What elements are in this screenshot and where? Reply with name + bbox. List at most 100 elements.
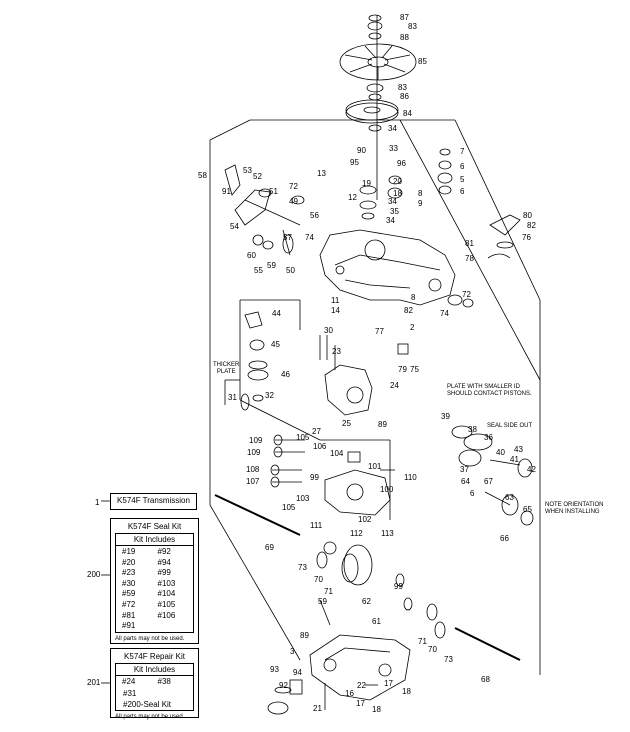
callout-70: 70 (428, 645, 437, 654)
spring-part (240, 393, 250, 411)
callout-70: 70 (314, 575, 323, 584)
callout-100: 100 (380, 485, 394, 494)
frame-line (209, 504, 301, 661)
seal-kit-item: #99 (157, 568, 171, 578)
repair-kit-item: #24 (122, 677, 136, 686)
callout-102: 102 (358, 515, 372, 524)
callout-92: 92 (279, 681, 288, 690)
callout-18: 18 (402, 687, 411, 696)
callout-43: 43 (514, 445, 523, 454)
callout-62: 62 (362, 597, 371, 606)
note-orientation: NOTE ORIENTATION WHEN INSTALLING (545, 502, 604, 515)
seal-kit-item: #81 (122, 610, 136, 620)
callout-13: 13 (317, 169, 326, 178)
bearing-part (437, 172, 453, 184)
callout-80: 80 (523, 211, 532, 220)
callout-6b: 6 (470, 489, 475, 498)
brake-arm-part (234, 189, 271, 226)
seal-part (462, 298, 474, 308)
seal-part (274, 686, 292, 694)
callout-54: 54 (230, 222, 239, 231)
bearing-part (387, 187, 403, 199)
transmission-label: K574F Transmission (117, 496, 190, 505)
seal-kit-item: #59 (122, 589, 136, 599)
seal-part (359, 185, 377, 195)
gear-part (501, 494, 519, 516)
repair-kit-item: #38 (157, 677, 171, 686)
seal-kit-item: #104 (157, 589, 176, 599)
callout-60: 60 (247, 251, 256, 260)
callout-87: 87 (400, 13, 409, 22)
callout-110: 110 (404, 473, 417, 482)
pin-part (319, 599, 331, 626)
callout-37: 37 (460, 465, 469, 474)
callout-labels: 87 83 88 85 83 86 84 34 90 33 95 13 96 1… (198, 13, 536, 714)
bracket-part (489, 214, 521, 236)
washer-part (434, 621, 446, 639)
callout-34: 34 (388, 197, 397, 206)
callout-19: 19 (362, 179, 371, 188)
callout-41: 41 (510, 455, 519, 464)
callout-83: 83 (408, 22, 417, 31)
callout-99: 99 (310, 473, 319, 482)
callout-6: 6 (460, 162, 465, 171)
callout-72: 72 (289, 182, 298, 191)
bevel-gear (341, 544, 373, 586)
callout-86: 86 (400, 92, 409, 101)
seal-kit-item: #72 (122, 599, 136, 609)
callout-42: 42 (527, 465, 536, 474)
spring-part (487, 253, 511, 259)
repair-kit-title: K574F Repair Kit (124, 652, 185, 661)
seal-kit-includes-heading: Kit Includes (116, 534, 193, 546)
callout-105: 105 (296, 433, 310, 442)
repair-kit-includes-heading: Kit Includes (116, 664, 193, 676)
washer-part (395, 573, 405, 587)
spring-part (252, 234, 264, 246)
seal-kit-item: #19 (122, 547, 136, 556)
callout-69: 69 (265, 543, 274, 552)
axle-part (454, 627, 521, 661)
callout-73: 73 (444, 655, 453, 664)
link-arm-part (224, 164, 241, 196)
repair-kit-item: #200-Seal Kit (123, 699, 172, 709)
seal-kit-box: K574F Seal Kit Kit Includes #19 #92 #20 … (110, 518, 199, 644)
callout-8: 8 (418, 189, 423, 198)
callout-16: 16 (345, 689, 354, 698)
callout-55: 55 (254, 266, 263, 275)
seal-part (359, 200, 377, 210)
callout-113: 113 (381, 529, 394, 538)
washer-part (368, 32, 382, 40)
callout-57: 57 (283, 233, 292, 242)
seal-kit-title: K574F Seal Kit (127, 522, 182, 531)
seal-kit-item: #106 (157, 610, 176, 620)
callout-93: 93 (270, 665, 279, 674)
upper-housing (319, 229, 456, 306)
bearing-part (388, 175, 402, 185)
callout-59: 59 (318, 597, 327, 606)
repair-kit-box: K574F Repair Kit Kit Includes #24 #38 #3… (110, 648, 199, 720)
washer-part (323, 541, 337, 555)
seal-kit-item: #91 (122, 621, 136, 631)
callout-22: 22 (357, 681, 366, 690)
callout-39: 39 (441, 412, 450, 421)
callout-14: 14 (331, 306, 340, 315)
callout-109: 109 (247, 448, 261, 457)
bracket-part (244, 311, 263, 329)
seal-kit-ref-number: 200 (87, 570, 101, 579)
pulley-part (345, 99, 399, 124)
rod-part (244, 199, 301, 226)
callout-31: 31 (228, 393, 237, 402)
seal-kit-item (155, 621, 191, 632)
bearing-part (520, 510, 534, 526)
callout-40: 40 (496, 448, 505, 457)
frame-line (454, 119, 541, 301)
washer-part (368, 93, 382, 101)
callout-74: 74 (305, 233, 314, 242)
callout-53: 53 (243, 166, 252, 175)
callout-64: 64 (461, 477, 470, 486)
callout-27: 27 (312, 427, 321, 436)
callout-89: 89 (378, 420, 387, 429)
callout-61: 61 (372, 617, 381, 626)
fan-part (339, 43, 417, 81)
washer-part (368, 124, 382, 132)
